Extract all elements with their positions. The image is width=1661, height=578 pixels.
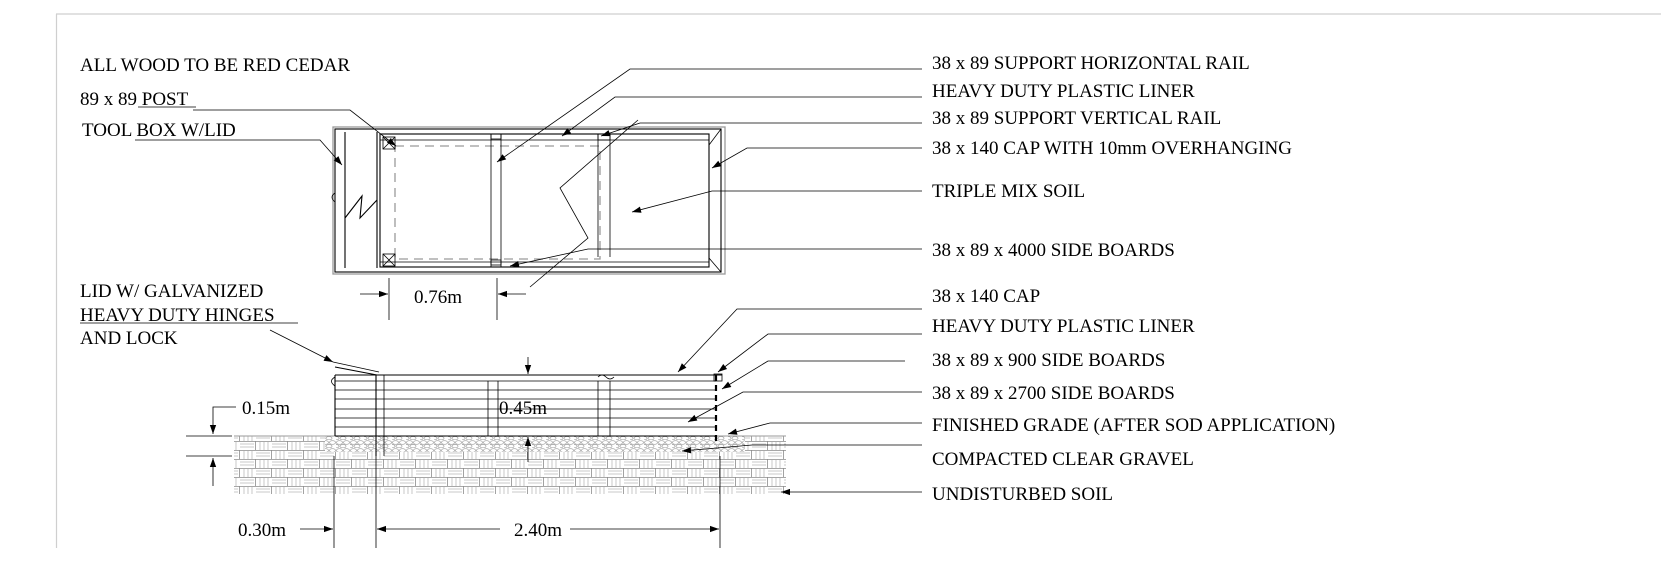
note-red-cedar: ALL WOOD TO BE RED CEDAR: [80, 55, 350, 76]
leader-finished-grade: [727, 422, 922, 435]
leader-vertical-rail: [600, 122, 922, 137]
mitre-top-right: [708, 128, 722, 146]
leader-post: [193, 109, 397, 147]
callout-sideboards-2700: 38 x 89 x 2700 SIDE BOARDS: [932, 383, 1175, 404]
leader-lid: [269, 329, 334, 363]
leader-liner-section: [717, 333, 922, 373]
callout-sideboards-4000: 38 x 89 x 4000 SIDE BOARDS: [932, 240, 1175, 261]
leader-cap-section: [677, 308, 922, 373]
open-lid: [334, 366, 378, 376]
note-toolbox: TOOL BOX W/LID: [82, 120, 236, 141]
callout-horizontal-rail: 38 x 89 SUPPORT HORIZONTAL RAIL: [932, 53, 1250, 74]
dimension-015: [186, 406, 236, 486]
dim-label-045: 0.45m: [499, 398, 547, 419]
callout-vertical-rail: 38 x 89 SUPPORT VERTICAL RAIL: [932, 108, 1221, 129]
dim-label-030: 0.30m: [238, 520, 286, 541]
callout-triple-mix: TRIPLE MIX SOIL: [932, 181, 1085, 202]
callout-cap-overhang: 38 x 140 CAP WITH 10mm OVERHANGING: [932, 138, 1292, 159]
mitre-bottom-right: [708, 257, 722, 273]
plan-leaders: [135, 68, 922, 288]
cap-inner-frame: [379, 133, 710, 268]
leader-liner-plan: [561, 96, 922, 137]
dim-label-015: 0.15m: [242, 398, 290, 419]
leader-900: [721, 360, 905, 390]
leader-sideboards-4000: [509, 248, 922, 268]
callout-gravel: COMPACTED CLEAR GRAVEL: [932, 449, 1194, 470]
leader-zigzag: [529, 119, 639, 288]
leader-triple-mix: [631, 190, 922, 213]
dim-label-076: 0.76m: [414, 287, 462, 308]
note-lid-3: AND LOCK: [80, 328, 178, 349]
dim-label-240: 2.40m: [514, 520, 562, 541]
callout-cap-section: 38 x 140 CAP: [932, 286, 1040, 307]
leader-gravel: [681, 444, 922, 454]
leader-horizontal-rail: [496, 68, 922, 163]
compacted-gravel-hatch: [325, 436, 745, 452]
callout-undisturbed-soil: UNDISTURBED SOIL: [932, 484, 1113, 505]
toolbox-break: [344, 194, 378, 220]
leader-toolbox: [135, 139, 343, 166]
callout-liner-plan: HEAVY DUTY PLASTIC LINER: [932, 81, 1195, 102]
dimension-076: [360, 278, 526, 320]
section-view: [331, 361, 723, 456]
callout-finished-grade: FINISHED GRADE (AFTER SOD APPLICATION): [932, 415, 1335, 436]
callout-sideboards-900: 38 x 89 x 900 SIDE BOARDS: [932, 350, 1165, 371]
toolbox-handle: [331, 192, 336, 203]
cap-outer-frame: [334, 128, 722, 273]
note-post: 89 x 89 POST: [80, 89, 189, 110]
rail-cap-bottom: [490, 259, 502, 266]
post-bottom: [382, 253, 396, 267]
leader-2700: [687, 391, 922, 423]
leader-cap-overhang: [711, 147, 922, 169]
rail-cap-top: [490, 133, 502, 140]
section-leaders: [269, 308, 922, 496]
callout-liner-section: HEAVY DUTY PLASTIC LINER: [932, 316, 1195, 337]
note-lid-1: LID W/ GALVANIZED: [80, 281, 263, 302]
note-lid-2: HEAVY DUTY HINGES: [80, 305, 275, 326]
plan-view: [331, 126, 726, 275]
dimension-bottom: [300, 456, 721, 548]
liner-dashed: [394, 145, 601, 260]
